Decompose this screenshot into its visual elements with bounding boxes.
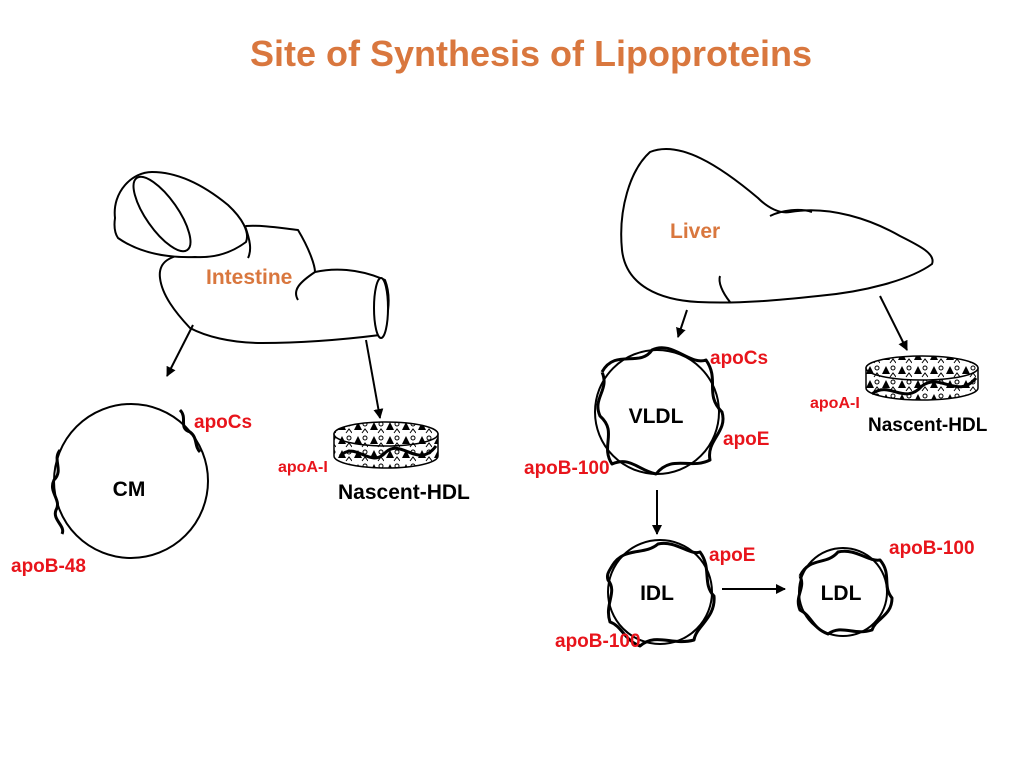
arrow-liver-to-nascent-hdl	[879, 295, 908, 351]
ldl-particle	[796, 547, 894, 637]
cm-apob48-label: apoB-48	[11, 556, 86, 577]
idl-apob100-label: apoB-100	[555, 631, 641, 652]
vldl-apob100-label: apoB-100	[524, 458, 610, 479]
vldl-label: VLDL	[629, 405, 684, 428]
vldl-apoe-label: apoE	[723, 429, 769, 450]
liver-organ	[620, 148, 934, 304]
hdl-liver-apoai-label: apoA-I	[810, 395, 860, 412]
cm-particle	[51, 403, 209, 559]
liver-label: Liver	[670, 220, 720, 243]
vldl-apocs-label: apoCs	[710, 348, 768, 369]
arrow-intestine-to-cm	[166, 324, 194, 377]
idl-apoe-label: apoE	[709, 545, 755, 566]
intestine-label: Intestine	[206, 266, 292, 289]
arrow-intestine-to-nascent-hdl	[365, 339, 384, 419]
nascent-hdl-intestine-label: Nascent-HDL	[338, 481, 470, 504]
intestine-organ	[113, 171, 390, 344]
nascent-hdl-intestine-disc	[333, 421, 439, 469]
cm-apocs-label: apoCs	[194, 412, 252, 433]
page-title: Site of Synthesis of Lipoproteins	[250, 33, 812, 74]
nascent-hdl-liver-disc	[865, 355, 979, 401]
vldl-particle	[594, 346, 725, 476]
hdl-intestine-apoai-label: apoA-I	[278, 459, 328, 476]
cm-label: CM	[113, 478, 146, 501]
ldl-label: LDL	[821, 582, 862, 605]
arrow-liver-to-vldl	[676, 309, 688, 338]
idl-label: IDL	[640, 582, 674, 605]
ldl-apob100-label: apoB-100	[889, 538, 975, 559]
nascent-hdl-liver-label: Nascent-HDL	[868, 415, 988, 436]
idl-particle	[606, 539, 716, 648]
